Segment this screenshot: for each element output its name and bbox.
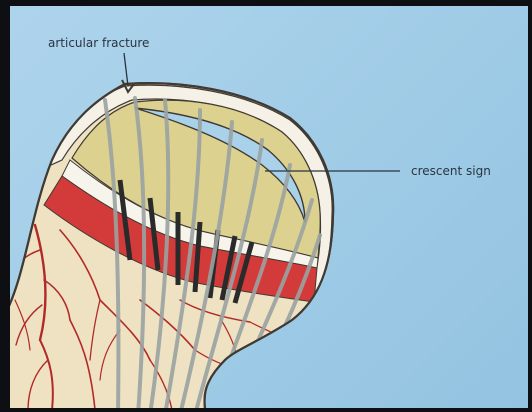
label-crescent-sign: crescent sign — [411, 164, 491, 178]
label-articular-fracture: articular fracture — [48, 36, 149, 50]
diagram-page: articular fracture crescent sign — [10, 6, 528, 408]
leader-articular-fracture — [124, 53, 128, 86]
femoral-head-diagram: articular fracture crescent sign — [10, 6, 528, 408]
